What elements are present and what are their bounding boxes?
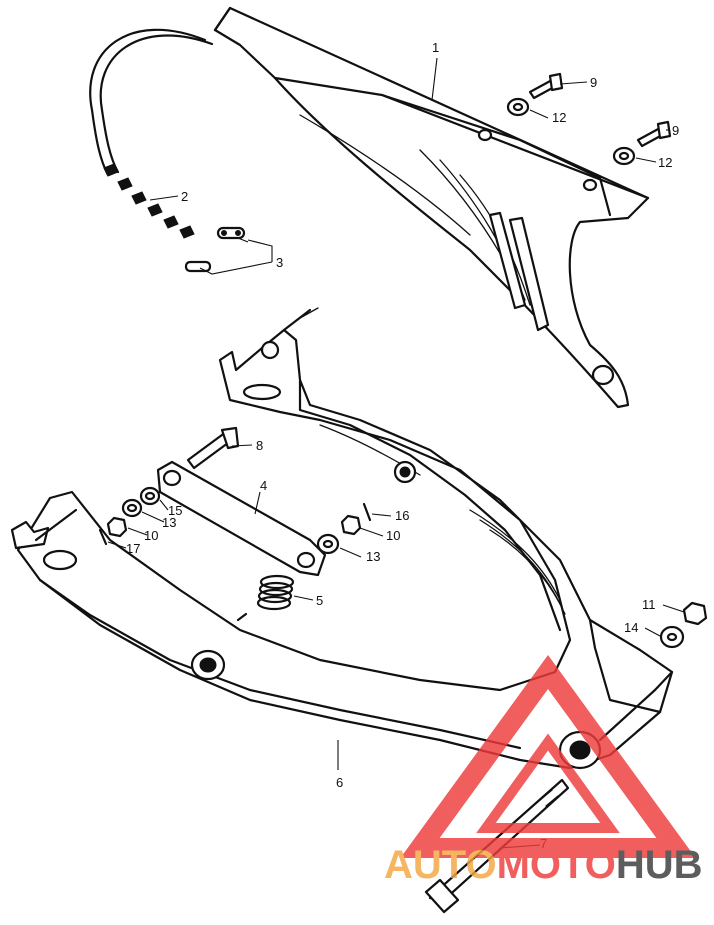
spring-part	[256, 574, 295, 611]
washer-15-part	[139, 486, 161, 506]
callout-9-upper: 9	[590, 75, 597, 90]
callout-3: 3	[276, 255, 283, 270]
nut-10-left-part	[106, 516, 128, 538]
watermark-moto: MOTO	[497, 843, 616, 887]
watermark-hub: HUB	[616, 843, 703, 887]
callout-1: 1	[432, 40, 439, 55]
bolt-9-upper-part	[528, 72, 564, 100]
nut-11-part	[682, 601, 708, 626]
callout-4: 4	[260, 478, 267, 493]
callout-6: 6	[336, 775, 343, 790]
cotter-pin-16-part	[362, 502, 372, 522]
bolt-8-part	[186, 426, 240, 470]
torque-link-part	[156, 460, 327, 577]
callout-15: 15	[168, 503, 182, 518]
callout-10-right: 10	[386, 528, 400, 543]
callout-14: 14	[624, 620, 638, 635]
swing-arm-part	[16, 307, 674, 770]
callout-10-left: 10	[144, 528, 158, 543]
callout-13-left: 13	[162, 515, 176, 530]
watermark-auto: AUTO	[384, 843, 497, 887]
washer-12-lower-part	[612, 146, 636, 166]
watermark-text: AUTOMOTOHUB	[384, 843, 703, 887]
washer-13-right-part	[316, 533, 340, 555]
callout-13-right: 13	[366, 549, 380, 564]
washer-12-upper-part	[506, 97, 530, 117]
watermark-triangle-logo	[400, 654, 696, 858]
callout-8: 8	[256, 438, 263, 453]
cotter-pin-17-part	[98, 528, 108, 546]
callout-12-upper: 12	[552, 110, 566, 125]
washer-14-part	[659, 625, 685, 649]
washer-13-left-part	[121, 498, 143, 518]
bolt-9-lower-part	[636, 120, 672, 148]
callout-5: 5	[316, 593, 323, 608]
callout-16: 16	[395, 508, 409, 523]
callout-9-lower: 9	[672, 123, 679, 138]
callout-11: 11	[642, 597, 656, 612]
chain-case-part	[213, 6, 650, 409]
leader-lines	[107, 57, 685, 849]
nut-10-right-part	[340, 514, 362, 536]
chain-joint-part	[184, 226, 246, 273]
callout-2: 2	[181, 189, 188, 204]
callout-12-lower: 12	[658, 155, 672, 170]
drive-chain-part	[89, 28, 214, 239]
callout-17: 17	[126, 541, 140, 556]
automotohub-watermark: AUTOMOTOHUB	[384, 654, 703, 887]
wing-nut-part	[10, 508, 78, 550]
